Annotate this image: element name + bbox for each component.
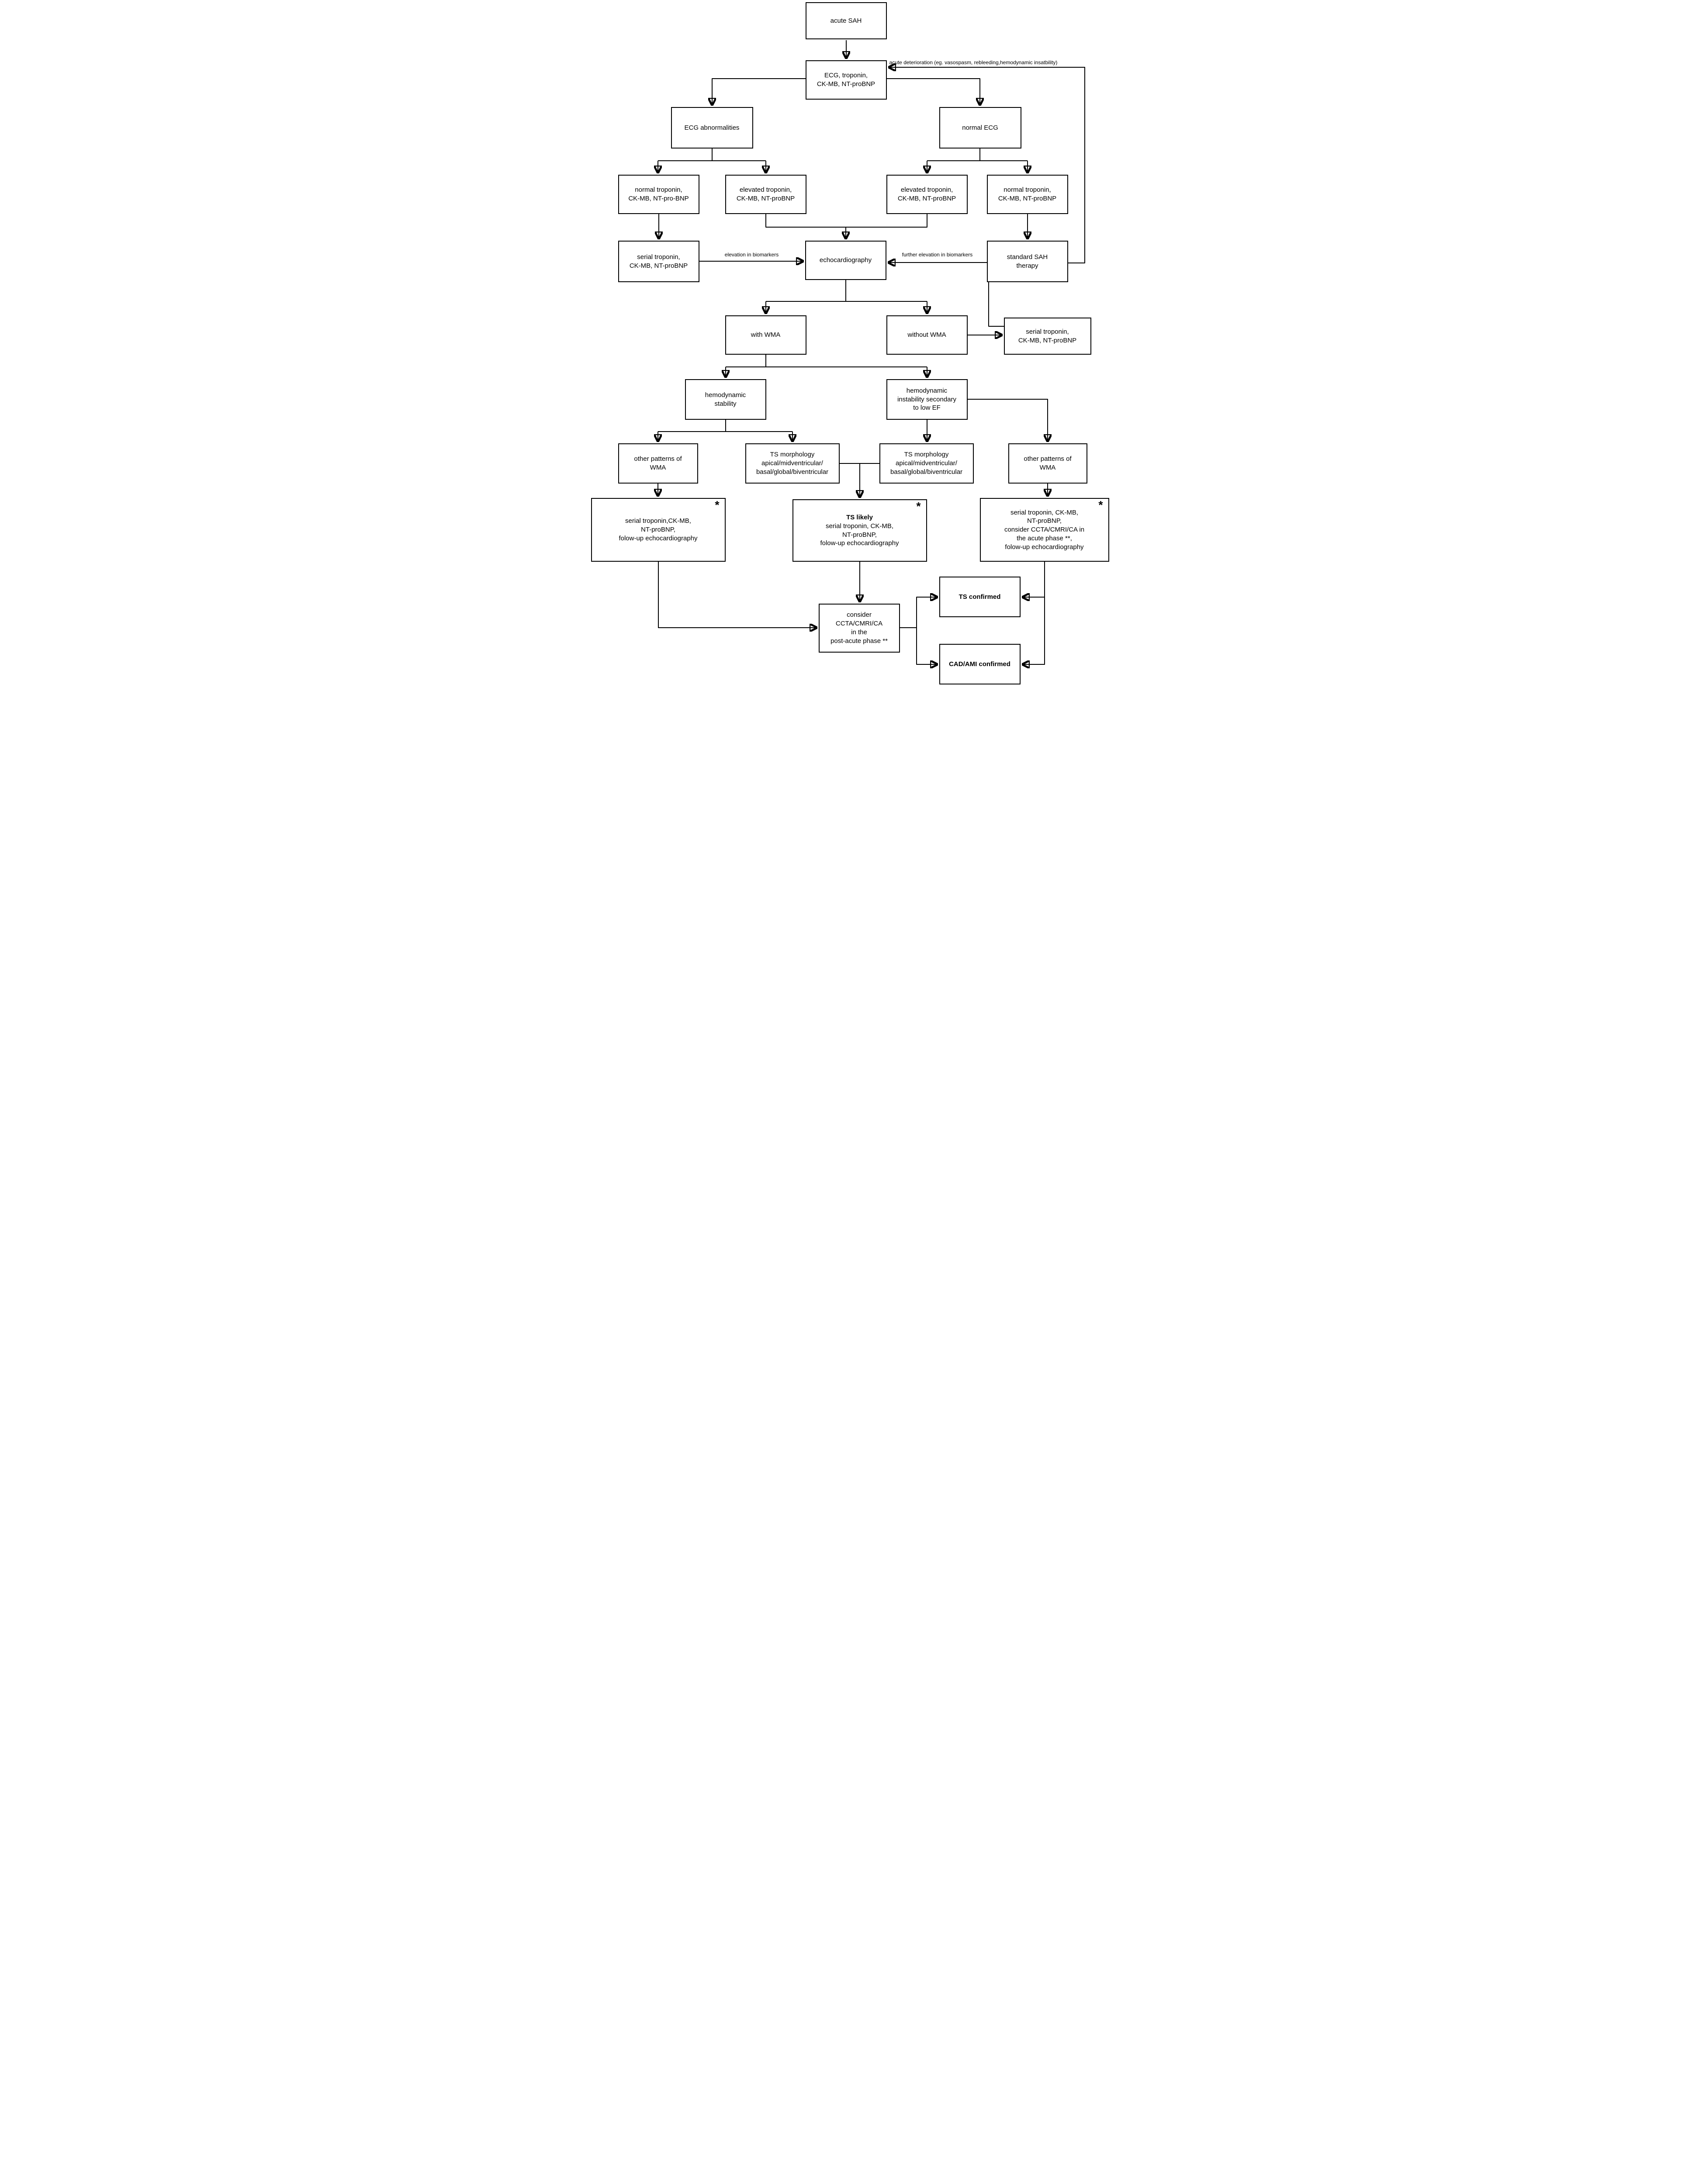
node-body: serial troponin, CK-MB, NT-proBNP, folow… [820,522,899,547]
node-normal-ecg: normal ECG [939,107,1021,149]
edge-label-further-elevation-in-biomarkers: further elevation in biomarkers [902,252,973,258]
node-label: TS morphology apical/midventricular/ bas… [890,451,963,476]
edge-label-acute-deterioration: acute deterioration (eg. vasospasm, rebl… [889,59,1058,66]
node-label: other patterns of WMA [634,455,682,471]
node-label: hemodynamic instability secondary to low… [897,387,957,412]
edge-label-elevation-in-biomarkers: elevation in biomarkers [724,252,779,258]
node-followup-right: * serial troponin, CK-MB, NT-proBNP, con… [979,498,1109,562]
node-ecg-troponin-ckmb-ntprobnp: ECG, troponin, CK-MB, NT-proBNP [805,60,887,100]
node-label: serial troponin, CK-MB, NT-proBNP [1018,328,1077,344]
asterisk-mark: * [715,498,720,511]
node-other-patterns-wma-left: other patterns of WMA [618,443,698,484]
node-label: echocardiography [819,256,872,264]
node-elevated-troponin-left: elevated troponin, CK-MB, NT-proBNP [725,175,806,214]
connector-lines [591,40,1085,685]
node-label: normal troponin, CK-MB, NT-proBNP [998,186,1057,202]
node-label: TS confirmed [959,593,1001,601]
node-label: serial troponin, CK-MB, NT-proBNP [629,253,688,270]
node-label: ECG abnormalities [684,124,740,131]
flowchart-canvas: acute deterioration (eg. vasospasm, rebl… [591,0,1115,685]
node-elevated-troponin-right: elevated troponin, CK-MB, NT-proBNP [886,175,968,214]
node-label: hemodynamic stability [705,391,746,408]
node-label: elevated troponin, CK-MB, NT-proBNP [897,186,956,202]
node-standard-sah-therapy: standard SAH therapy [986,241,1068,282]
node-ecg-abnormalities: ECG abnormalities [671,107,753,149]
node-hemodynamic-stability: hemodynamic stability [685,379,766,420]
node-label: normal troponin, CK-MB, NT-pro-BNP [628,186,689,202]
node-hemodynamic-instability-low-ef: hemodynamic instability secondary to low… [886,379,968,420]
node-other-patterns-wma-right: other patterns of WMA [1008,443,1087,484]
node-label: CAD/AMI confirmed [949,660,1010,668]
node-label: serial troponin,CK-MB, NT-proBNP, folow-… [619,517,698,542]
node-acute-sah: acute SAH [805,2,887,39]
node-echocardiography: echocardiography [805,241,886,280]
node-label: acute SAH [830,17,862,24]
node-label: without WMA [907,331,946,339]
asterisk-mark: * [916,500,921,513]
node-cad-ami-confirmed: CAD/AMI confirmed [939,644,1021,684]
node-consider-ccta-post-acute: consider CCTA/CMRI/CA in the post-acute … [818,604,900,653]
node-label: elevated troponin, CK-MB, NT-proBNP [736,186,795,202]
node-serial-troponin-right: serial troponin, CK-MB, NT-proBNP [1004,318,1091,355]
node-ts-morphology-left: TS morphology apical/midventricular/ bas… [745,443,840,484]
asterisk-mark: * [1098,498,1103,511]
node-normal-troponin-right: normal troponin, CK-MB, NT-proBNP [986,175,1068,214]
node-serial-troponin-left: serial troponin, CK-MB, NT-proBNP [618,241,699,282]
node-ts-morphology-right: TS morphology apical/midventricular/ bas… [879,443,974,484]
node-title: TS likely [846,513,873,521]
node-label: normal ECG [962,124,998,131]
node-label: other patterns of WMA [1024,455,1072,471]
node-followup-left: * serial troponin,CK-MB, NT-proBNP, folo… [591,498,726,562]
node-label: serial troponin, CK-MB, NT-proBNP, consi… [1004,508,1085,551]
node-label: TS morphology apical/midventricular/ bas… [756,451,829,476]
node-label: ECG, troponin, CK-MB, NT-proBNP [817,72,875,88]
node-label: standard SAH therapy [1007,253,1048,270]
node-ts-confirmed: TS confirmed [939,577,1021,617]
node-without-wma: without WMA [886,315,968,355]
node-label: with WMA [751,331,781,339]
node-label: consider CCTA/CMRI/CA in the post-acute … [831,611,888,645]
node-normal-troponin-left: normal troponin, CK-MB, NT-pro-BNP [618,175,699,214]
node-with-wma: with WMA [725,315,806,355]
